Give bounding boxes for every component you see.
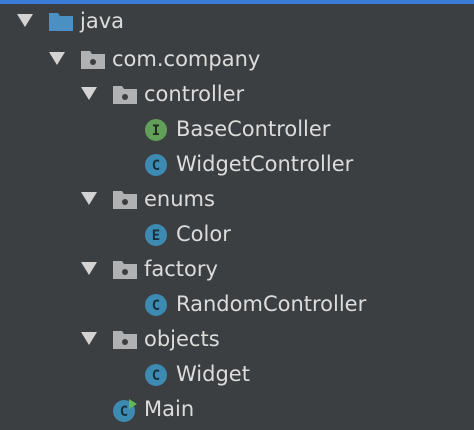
tree-node-main[interactable]: C Main <box>0 392 474 427</box>
class-icon: C <box>144 153 168 176</box>
main-class-icon: C <box>112 398 137 422</box>
tree-node-label: Widget <box>176 362 250 386</box>
folder-blue-icon <box>48 10 73 32</box>
expand-arrow-icon[interactable] <box>81 87 97 100</box>
tree-node-label: Color <box>176 222 231 246</box>
expand-arrow-icon[interactable] <box>81 192 97 205</box>
tree-node-label: enums <box>144 187 215 211</box>
tree-node-objects[interactable]: objects <box>0 322 474 357</box>
expand-arrow-icon[interactable] <box>81 262 97 275</box>
package-folder-icon <box>112 258 137 280</box>
tree-node-widgetcontroller[interactable]: C WidgetController <box>0 147 474 182</box>
icon-letter: C <box>152 158 160 174</box>
selection-top-line <box>0 0 474 4</box>
tree-node-label: Main <box>144 397 195 421</box>
tree-node-factory[interactable]: factory <box>0 252 474 287</box>
tree-node-widget[interactable]: C Widget <box>0 357 474 392</box>
tree-node-enums[interactable]: enums <box>0 182 474 217</box>
tree-node-label: java <box>80 9 124 33</box>
tree-node-label: objects <box>144 327 220 351</box>
tree-node-label: WidgetController <box>176 152 354 176</box>
expand-arrow-icon[interactable] <box>17 14 33 27</box>
package-folder-icon <box>112 83 137 105</box>
tree-node-color[interactable]: E Color <box>0 217 474 252</box>
package-folder-icon <box>112 188 137 210</box>
tree-node-basecontroller[interactable]: I BaseController <box>0 112 474 147</box>
interface-icon: I <box>144 118 168 141</box>
expand-arrow-icon[interactable] <box>81 332 97 345</box>
tree-node-randomcontroller[interactable]: C RandomController <box>0 287 474 322</box>
class-icon: C <box>144 293 168 316</box>
icon-letter: C <box>152 368 160 384</box>
package-folder-icon <box>112 328 137 350</box>
tree-node-label: factory <box>144 257 218 281</box>
enum-icon: E <box>144 223 168 246</box>
icon-letter: C <box>120 404 128 420</box>
tree-node-controller[interactable]: controller <box>0 77 474 112</box>
expand-arrow-icon[interactable] <box>49 52 65 65</box>
icon-letter: I <box>152 123 160 139</box>
run-marker-icon <box>129 399 137 409</box>
tree-node-label: RandomController <box>176 292 367 316</box>
tree-node-label: com.company <box>112 47 261 71</box>
package-folder-icon <box>80 48 105 70</box>
tree-node-label: controller <box>144 82 245 106</box>
class-icon: C <box>144 363 168 386</box>
project-tree[interactable]: java com.company controller I <box>0 4 474 430</box>
tree-node-label: BaseController <box>176 117 331 141</box>
tree-node-com-company[interactable]: com.company <box>0 42 474 77</box>
tree-node-java[interactable]: java <box>0 4 474 39</box>
icon-letter: E <box>152 228 160 244</box>
icon-letter: C <box>152 298 160 314</box>
